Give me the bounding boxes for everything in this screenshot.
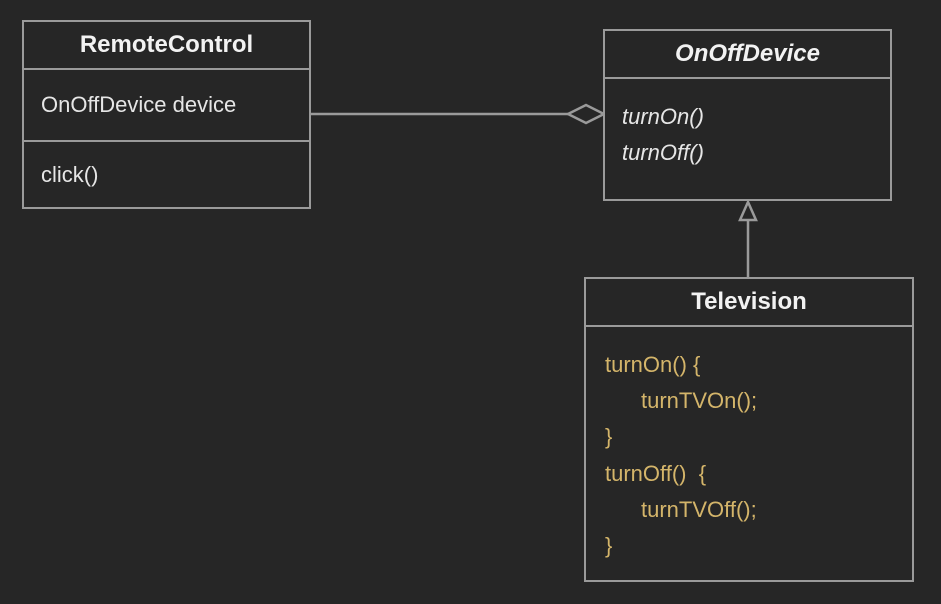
television-class[interactable]: Television turnOn() { turnTVOn(); } turn…: [584, 277, 914, 582]
on-off-device-method-turn-off: turnOff(): [622, 140, 704, 165]
code-line: }: [605, 533, 613, 559]
remote-control-attribute: OnOffDevice device: [41, 92, 237, 117]
remote-control-attributes: OnOffDevice device: [24, 70, 309, 142]
remote-control-methods: click(): [24, 142, 309, 207]
television-code-block: turnOn() { turnTVOn(); } turnOff() { tur…: [586, 327, 912, 564]
on-off-device-method-turn-on: turnOn(): [622, 104, 704, 129]
aggregation-diamond: [565, 103, 607, 125]
on-off-device-class-name: OnOffDevice: [605, 31, 890, 79]
television-class-name: Television: [586, 279, 912, 327]
code-line: turnTVOn();: [641, 388, 758, 414]
remote-control-method: click(): [41, 161, 99, 187]
on-off-device-class[interactable]: OnOffDevice turnOn() turnOff(): [603, 29, 892, 201]
code-line: turnTVOff();: [641, 496, 757, 522]
code-line: turnOn() {: [605, 352, 701, 377]
on-off-device-methods: turnOn() turnOff(): [605, 79, 890, 199]
inheritance-arrowhead: [738, 198, 758, 222]
code-line: turnOff() {: [605, 460, 707, 486]
remote-control-class[interactable]: RemoteControl OnOffDevice device click(): [22, 20, 311, 209]
remote-control-class-name: RemoteControl: [24, 22, 309, 70]
code-line: }: [605, 424, 613, 450]
